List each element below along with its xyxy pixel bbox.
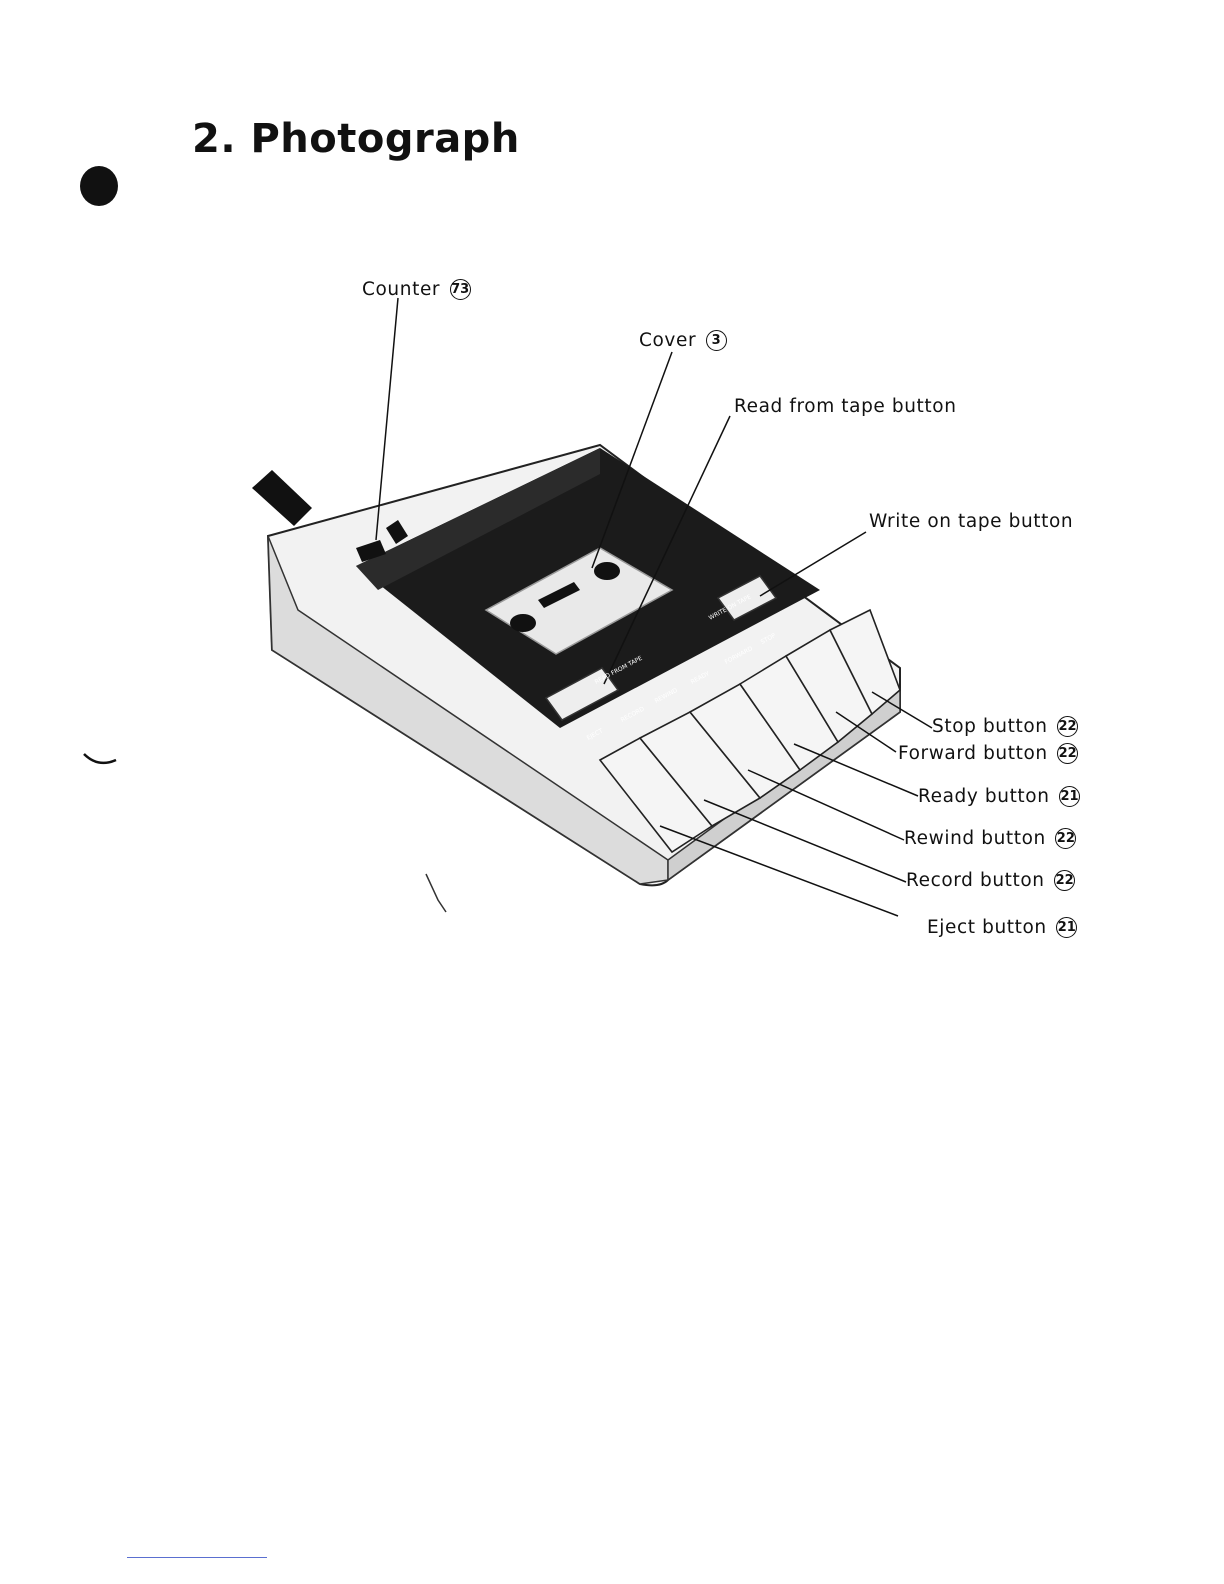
key-marking-rewind: REWIND [654, 687, 679, 705]
footer-rule [127, 1557, 267, 1558]
key-marking-forward: FORWARD [724, 645, 755, 666]
key-row-markings: EJECT RECORD REWIND READY FORWARD STOP [586, 632, 778, 742]
key-marking-stop: STOP [760, 632, 778, 646]
key-marking-record: RECORD [620, 705, 646, 723]
key-marking-eject: EJECT [586, 727, 605, 741]
write-key-marking: WRITE ON TAPE [708, 593, 753, 621]
read-key-marking: READ FROM TAPE [594, 655, 644, 686]
key-marking-ready: READY [690, 670, 711, 686]
